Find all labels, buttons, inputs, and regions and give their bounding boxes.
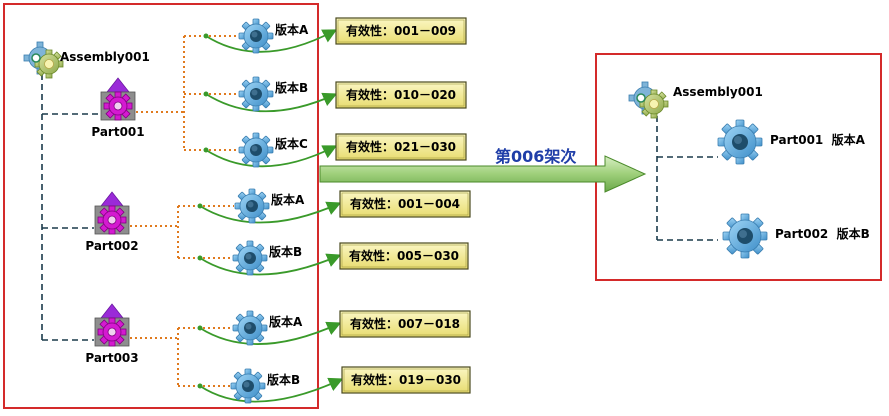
version-gear-icon [238,132,274,168]
effectivity-link [199,201,342,224]
tree-connectors [41,29,344,403]
assembly-icon [23,41,64,79]
effectivity-link [199,253,342,276]
effectivity-tag: 有效性：001－009 [335,17,467,45]
part-label: Part002 [85,239,138,253]
result-assembly-label: Assembly001 [673,85,763,99]
result-part-gear-icon [717,119,763,165]
result-part-label: Part001 版本A [770,132,866,147]
effectivity-link [205,29,338,53]
version-gear-icon [238,18,274,54]
effectivity-text: 有效性：010－020 [346,87,456,102]
version-label: 版本B [269,244,302,259]
effectivity-tag: 有效性：007－018 [339,310,471,338]
version-gear-icon [238,76,274,112]
effectivity-text: 有效性：019－030 [351,372,461,387]
effectivity-text: 有效性：001－004 [350,196,460,211]
version-label: 版本B [267,372,300,387]
effectivity-text: 有效性：001－009 [346,23,456,38]
part-label: Part003 [85,351,138,365]
result-assembly-icon [628,81,669,119]
version-label: 版本A [269,314,303,329]
effectivity-link [199,321,342,345]
effectivity-text: 有效性：007－018 [350,316,460,331]
effectivity-tag: 有效性：001－004 [339,190,471,218]
effectivity-tag: 有效性：021－030 [335,133,467,161]
version-label: 版本C [275,136,308,151]
main-arrow: 第006架次 [319,147,647,193]
left-frame [3,3,319,409]
assembly-label: Assembly001 [60,50,150,64]
part-icon [100,77,136,121]
part-icon [94,303,130,347]
effectivity-tag: 有效性：010－020 [335,81,467,109]
version-gear-icon [232,310,268,346]
effectivity-link [205,92,338,113]
result-connectors [656,116,718,241]
effectivity-tag: 有效性：005－030 [339,242,469,270]
version-label: 版本A [271,192,305,207]
result-part-label: Part002 版本B [775,226,870,241]
effectivity-text: 有效性：021－030 [346,139,456,154]
version-gear-icon [232,240,268,276]
version-gear-icon [230,368,266,404]
version-gear-icon [234,188,270,224]
effectivity-link [205,145,338,168]
part-icon [94,191,130,235]
version-label: 版本A [275,22,309,37]
version-label: 版本B [275,80,308,95]
effectivity-text: 有效性：005－030 [349,248,459,263]
arrow-label: 第006架次 [495,147,576,166]
effectivity-tag: 有效性：019－030 [341,366,471,394]
part-label: Part001 [91,125,144,139]
result-part-gear-icon [722,213,768,259]
effectivity-link [199,377,344,403]
